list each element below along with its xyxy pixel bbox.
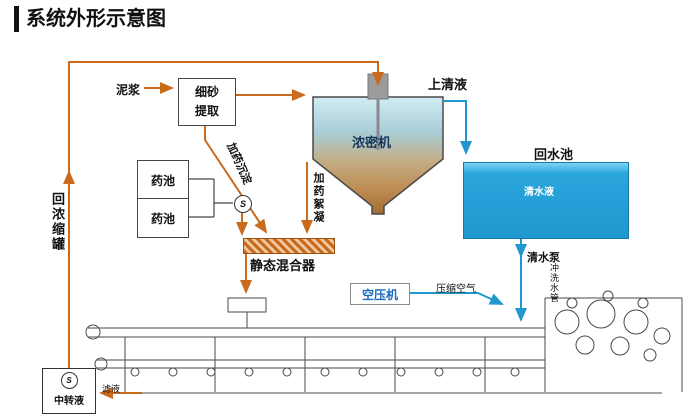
return-water-pool [463, 162, 629, 239]
supernatant-label: 上清液 [428, 77, 468, 92]
pipe-compressed-air [408, 292, 504, 305]
filtrate-label: 滤液 [102, 384, 121, 394]
static-mixer-label: 静态混合器 [250, 258, 316, 273]
chemical-tank-1: 药池 [137, 160, 189, 200]
transfer-liquid-label: 中转液 [54, 396, 84, 407]
clear-water-label: 清水液 [524, 187, 554, 198]
flush-water-pipe-label: 冲洗水管 [549, 263, 559, 303]
sand-extraction-label: 细砂提取 [194, 85, 219, 118]
return-concentrate-tank-label: 回浓缩罐 [50, 192, 65, 252]
chemical-tank-2: 药池 [137, 198, 189, 238]
pipe-return-loop [68, 61, 384, 368]
dosing-pump-icon: S [234, 195, 252, 213]
return-pool-label: 回水池 [534, 147, 574, 162]
chemical-tank-2-label: 药池 [150, 211, 175, 226]
transfer-pump-symbol: S [66, 376, 72, 385]
pipe-supernatant-to-pool [443, 100, 472, 155]
air-compressor-box: 空压机 [350, 283, 410, 305]
belt-filter-press-drawing [85, 290, 683, 394]
thickener-label: 浓密机 [352, 135, 392, 150]
mud-label: 泥浆 [116, 83, 141, 97]
transfer-pump-icon: S [60, 372, 78, 389]
dosing-flocculation-label: 加药絮凝 [312, 172, 324, 224]
transfer-liquid-box: S 中转液 [42, 368, 96, 414]
sand-extraction-box: 细砂提取 [178, 78, 236, 126]
water-pipes [408, 100, 527, 322]
chemical-connectors [187, 178, 233, 218]
dosing-pump-symbol: S [239, 199, 246, 209]
static-mixer-shape [243, 238, 335, 254]
page-title: 系统外形示意图 [14, 6, 166, 32]
air-compressor-label: 空压机 [361, 287, 398, 302]
clear-water-pump-label: 清水泵 [527, 252, 560, 264]
orange-pipes [63, 61, 384, 399]
compressed-air-label: 压缩空气 [436, 284, 476, 295]
chemical-tank-1-label: 药池 [150, 173, 175, 188]
